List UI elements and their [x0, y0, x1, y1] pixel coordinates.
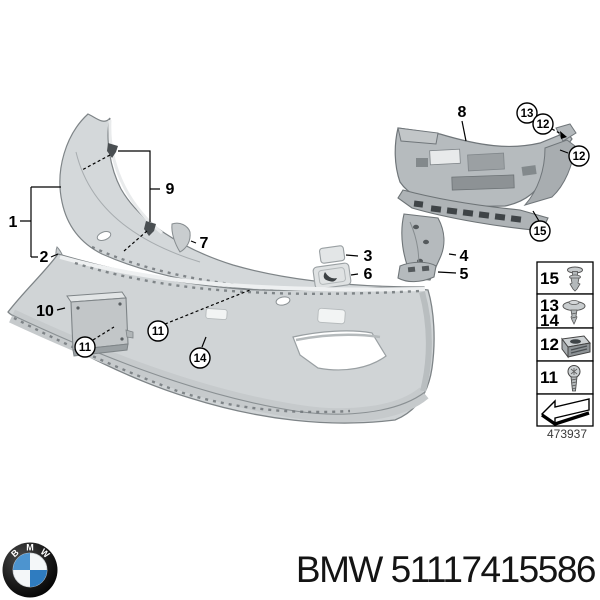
callout-11-b: 11 — [147, 320, 169, 342]
bumper-carrier — [394, 123, 577, 232]
callout-11-label: 11 — [152, 326, 165, 338]
callout-15: 15 — [529, 220, 551, 242]
callout-12-label: 12 — [573, 151, 586, 163]
expanding-rivet-icon — [567, 266, 583, 292]
footer: B M W BMW 51117415586 — [0, 538, 600, 600]
part-number-text: BMW 51117415586 — [295, 549, 597, 590]
callout-14: 14 — [189, 347, 211, 369]
bmw-roundel-logo: B M W — [2, 542, 58, 598]
screw-with-washer-icon — [562, 300, 586, 325]
callout-13-label: 13 — [521, 108, 534, 120]
callout-12-a: 12 — [532, 113, 554, 135]
cage-nut-icon — [561, 335, 591, 359]
callout-5-label: 5 — [460, 266, 469, 283]
legend-row-11-label: 11 — [540, 368, 558, 387]
callout-13: 13 — [516, 102, 538, 124]
callout-12-b: 12 — [568, 145, 590, 167]
callout-3-label: 3 — [364, 248, 373, 265]
roundel-letter-m: M — [26, 543, 34, 553]
mounting-rail — [397, 189, 549, 232]
callout-12-label: 12 — [537, 119, 550, 131]
legend-row-12-label: 12 — [540, 335, 559, 354]
callout-11-label: 11 — [79, 342, 92, 354]
tow-hook-cover-part-6 — [312, 262, 352, 290]
legend-row-14-label: 14 — [540, 311, 559, 330]
clip-part-9b — [144, 221, 156, 236]
callout-14-label: 14 — [194, 353, 207, 365]
countersunk-screw-icon — [567, 365, 581, 392]
callout-11-a: 11 — [74, 336, 96, 358]
roundel-letter-b: B — [9, 547, 21, 559]
callout-4-label: 4 — [460, 248, 469, 265]
legend-row-15-label: 15 — [540, 269, 559, 288]
callout-15-label: 15 — [534, 226, 547, 238]
callout-8-label: 8 — [458, 104, 467, 121]
callout-9-label: 9 — [166, 181, 175, 198]
direction-arrow-icon — [540, 398, 590, 426]
legend-table: 15 13 14 12 11 — [536, 261, 594, 441]
bracket-part-7 — [171, 222, 191, 253]
clip-part-9a — [107, 143, 118, 158]
callout-7-label: 7 — [200, 235, 209, 252]
callout-2-label: 2 — [40, 249, 49, 266]
parts-diagram: 1 2 3 4 5 6 7 8 9 10 11 11 14 13 12 — [7, 102, 594, 441]
callouts-circled: 11 11 14 13 12 12 15 — [74, 102, 590, 369]
callout-10-label: 10 — [36, 303, 54, 320]
drawing-number: 473937 — [547, 427, 587, 441]
cover-part-3 — [318, 245, 346, 264]
bracket-part-5 — [397, 261, 437, 283]
callout-6-label: 6 — [364, 266, 373, 283]
leader-lines — [20, 120, 569, 348]
callouts-plain: 1 2 3 4 5 6 7 8 9 10 — [9, 104, 469, 320]
legend-row-13-label: 13 — [540, 296, 559, 315]
callout-1-label: 1 — [9, 214, 18, 231]
